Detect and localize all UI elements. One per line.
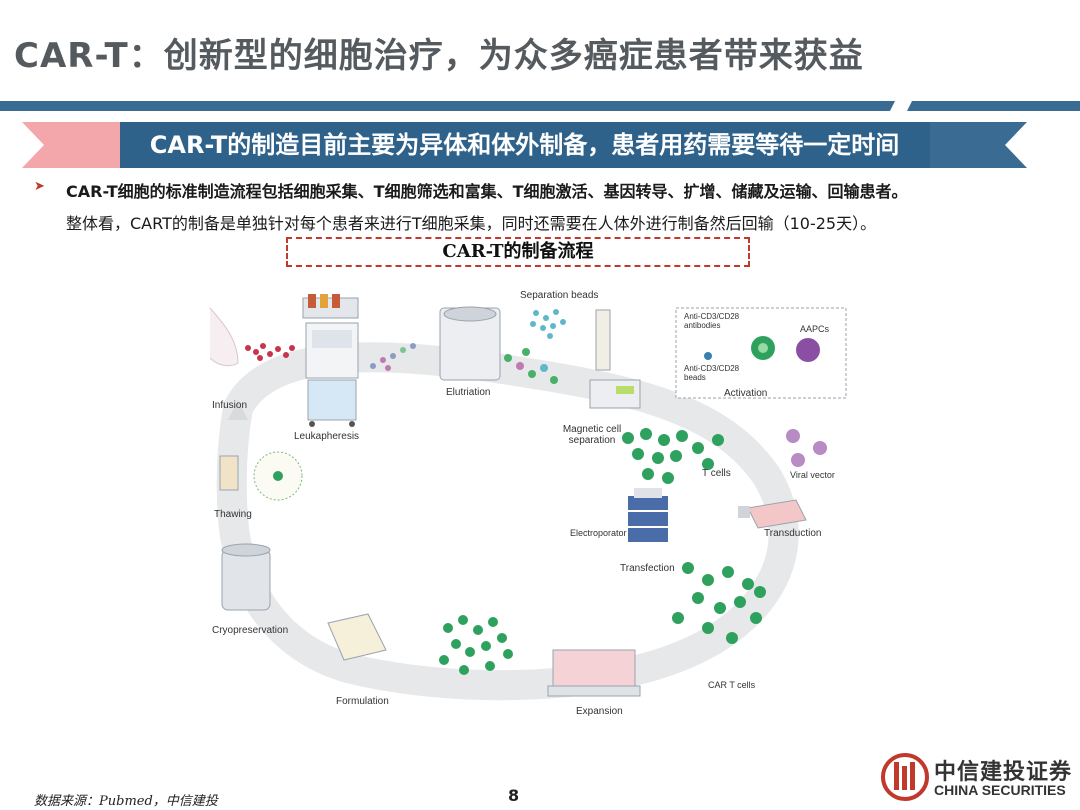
figure-title: CAR-T的制备流程 (286, 237, 750, 267)
label-car-t-cells: CAR T cells (708, 680, 755, 690)
citic-logo-icon (880, 752, 930, 802)
label-formulation: Formulation (336, 696, 389, 707)
bullet-line-2: 整体看，CART的制备是单独针对每个患者来进行T细胞采集，同时还需要在人体外进行… (66, 210, 876, 234)
label-separation-beads: Separation beads (520, 290, 598, 301)
cryo-tank-icon (222, 544, 270, 610)
china-securities-logo: 中信建投证券 CHINA SECURITIES (880, 752, 1076, 804)
label-anti-beads: Anti-CD3/CD28 beads (684, 364, 754, 382)
label-transfection: Transfection (620, 563, 675, 574)
label-transduction: Transduction (764, 528, 821, 539)
bullet-arrow-icon: ➤ (34, 179, 45, 194)
logo-english: CHINA SECURITIES (934, 782, 1066, 798)
bullet-line-1: CAR-T细胞的标准制造流程包括细胞采集、T细胞筛选和富集、T细胞激活、基因转导… (66, 178, 907, 202)
label-leukapheresis: Leukapheresis (294, 431, 359, 442)
magnetic-separator-icon (590, 310, 640, 408)
label-elutriation: Elutriation (446, 387, 490, 398)
section-banner: CAR-T的制造目前主要为异体和体外制备，患者用药需要等待一定时间 (22, 122, 1027, 168)
electroporator-icon (628, 488, 668, 542)
arm-icon (210, 308, 238, 366)
car-t-process-diagram: Separation beads Anti-CD3/CD28 antibodie… (208, 288, 848, 728)
header-rule (0, 98, 1080, 112)
label-anti-antibodies: Anti-CD3/CD28 antibodies (684, 312, 754, 330)
label-cryopreservation: Cryopreservation (212, 625, 288, 636)
page-number: 8 (508, 786, 519, 805)
label-t-cells: T cells (702, 468, 731, 479)
label-thawing: Thawing (214, 509, 252, 520)
label-infusion: Infusion (212, 400, 247, 411)
page-title: CAR-T：创新型的细胞治疗，为众多癌症患者带来获益 (14, 28, 864, 77)
data-source: 数据来源：Pubmed，中信建投 (34, 790, 218, 809)
label-magnetic-separation: Magnetic cell separation (552, 424, 632, 446)
label-viral-vector: Viral vector (790, 470, 835, 480)
elutriation-machine-icon (440, 307, 500, 380)
expansion-bioreactor-icon (548, 650, 640, 696)
label-expansion: Expansion (576, 706, 623, 717)
label-electroporator: Electroporator (570, 528, 627, 538)
label-activation: Activation (724, 388, 767, 399)
separation-beads (530, 309, 566, 339)
banner-text: CAR-T的制造目前主要为异体和体外制备，患者用药需要等待一定时间 (22, 122, 1027, 168)
viral-vector-icon (786, 429, 827, 467)
leukapheresis-machine-icon (303, 294, 358, 427)
label-aapcs: AAPCs (800, 324, 829, 334)
car-t-cluster-left (439, 615, 513, 675)
